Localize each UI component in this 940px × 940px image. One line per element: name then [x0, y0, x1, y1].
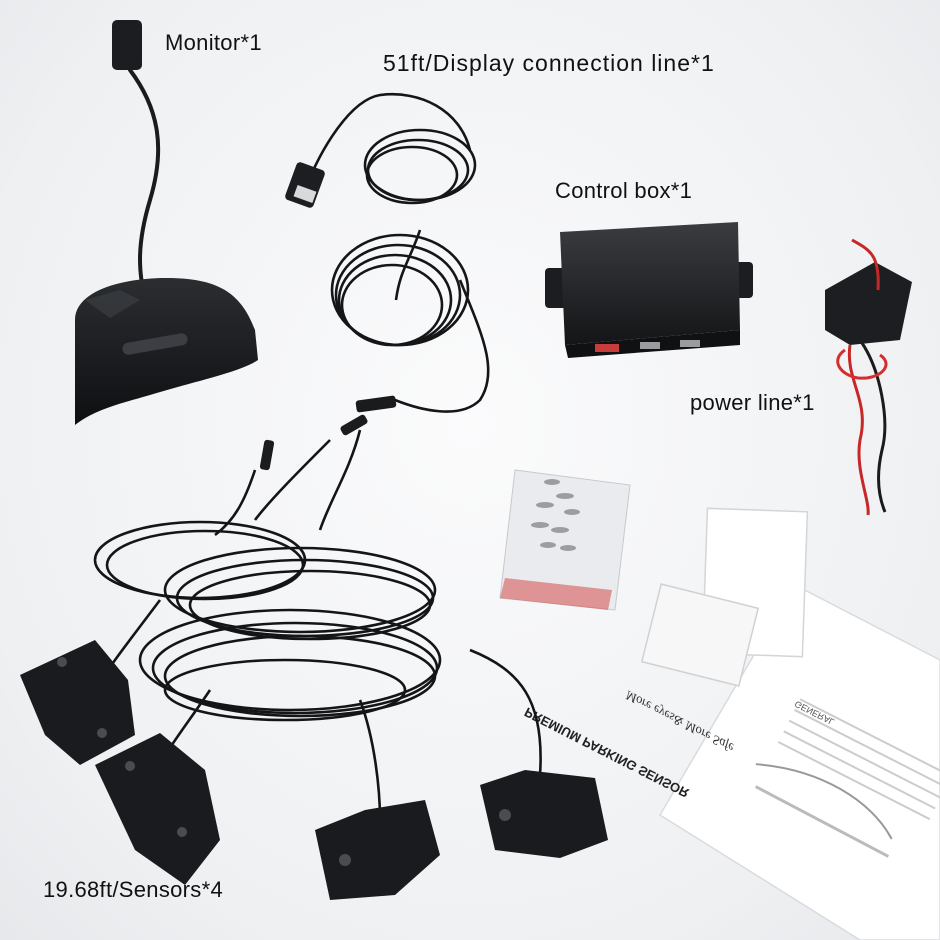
- display-line-label: 51ft/Display connection line*1: [383, 50, 715, 76]
- sensor-3: [315, 800, 440, 900]
- control-box-label: Control box*1: [555, 178, 693, 203]
- sensor-1: [20, 640, 135, 765]
- sensors-label: 19.68ft/Sensors*4: [43, 877, 223, 902]
- monitor: [75, 277, 258, 425]
- power-line: [825, 238, 912, 516]
- display-plug: [285, 162, 325, 208]
- control-box: [545, 222, 753, 358]
- sensor-2: [95, 733, 220, 885]
- power-line-label: power line*1: [690, 390, 815, 415]
- sensor-4: [480, 770, 608, 858]
- monitor-plug: [112, 20, 142, 70]
- display-end-plug: [355, 395, 397, 413]
- display-connection-line: [303, 92, 490, 413]
- adhesive-pads: [640, 507, 809, 687]
- monitor-label: Monitor*1: [165, 30, 262, 55]
- monitor-cable: [128, 68, 161, 302]
- screws-bag: [499, 469, 631, 611]
